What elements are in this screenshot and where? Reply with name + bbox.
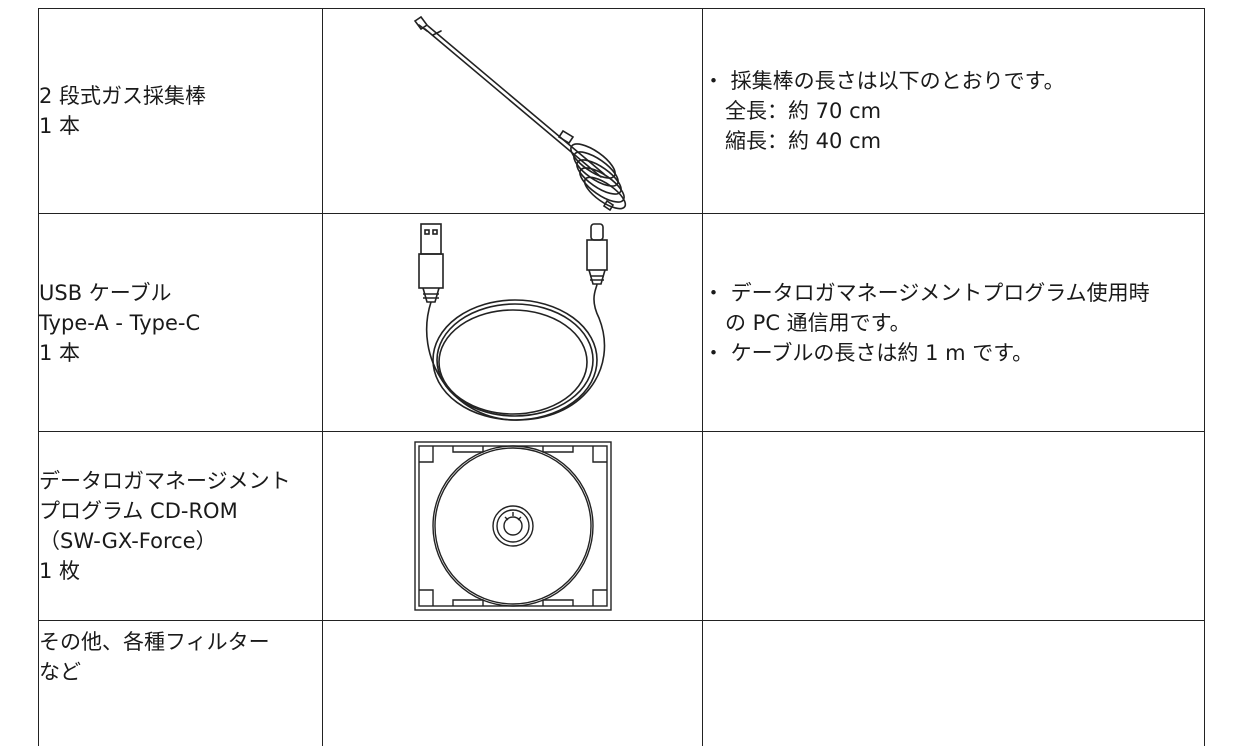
cd-rom-case-icon [413, 441, 612, 611]
note-line: ・ データロガマネージメントプログラム使用時 [703, 280, 1150, 305]
item-notes-cell [702, 431, 1205, 621]
item-name-cell: データロガマネージメント プログラム CD-ROM （SW-GX-Force） … [38, 431, 323, 621]
note-line: 全長：約 70 cm [725, 99, 882, 123]
item-name-line: 2 段式ガス採集棒 [39, 84, 207, 108]
table-row: データロガマネージメント プログラム CD-ROM （SW-GX-Force） … [38, 431, 1205, 621]
item-name-cell: USB ケーブル Type-A - Type-C 1 本 [38, 213, 323, 432]
item-quantity: 1 本 [39, 114, 81, 138]
item-notes-cell: ・ データロガマネージメントプログラム使用時 の PC 通信用です。 ・ ケーブ… [702, 213, 1205, 432]
item-image-cell [322, 8, 703, 214]
gas-sampling-rod-icon [413, 15, 626, 211]
note-line: 縮長：約 40 cm [725, 129, 882, 153]
item-quantity: 1 枚 [39, 559, 81, 583]
item-image-cell [322, 620, 703, 746]
item-quantity: 1 本 [39, 340, 81, 365]
item-name-line: プログラム CD-ROM [39, 499, 238, 523]
accessory-table: 2 段式ガス採集棒 1 本 [38, 8, 1205, 746]
item-image-cell [322, 431, 703, 621]
item-name-line: USB ケーブル [39, 280, 172, 305]
note-line: ・ 採集棒の長さは以下のとおりです。 [703, 69, 1065, 93]
item-name-line: その他、各種フィルター [39, 630, 270, 654]
note-line: の PC 通信用です。 [725, 310, 911, 335]
usb-cable-icon [417, 222, 608, 421]
item-name-cell: その他、各種フィルター など [38, 620, 323, 746]
item-name-line: （SW-GX-Force） [39, 529, 217, 553]
item-name-line: など [39, 660, 81, 684]
item-image-cell [322, 213, 703, 432]
item-name-line: Type-A - Type-C [39, 310, 201, 335]
note-line: ・ ケーブルの長さは約 1 m です。 [703, 340, 1034, 365]
table-row: USB ケーブル Type-A - Type-C 1 本 [38, 213, 1205, 432]
item-notes-cell: ・ 採集棒の長さは以下のとおりです。 全長：約 70 cm 縮長：約 40 cm [702, 8, 1205, 214]
table-row: その他、各種フィルター など [38, 620, 1205, 746]
item-notes-cell [702, 620, 1205, 746]
item-name-cell: 2 段式ガス採集棒 1 本 [38, 8, 323, 214]
table-row: 2 段式ガス採集棒 1 本 [38, 8, 1205, 214]
item-name-line: データロガマネージメント [39, 469, 291, 493]
